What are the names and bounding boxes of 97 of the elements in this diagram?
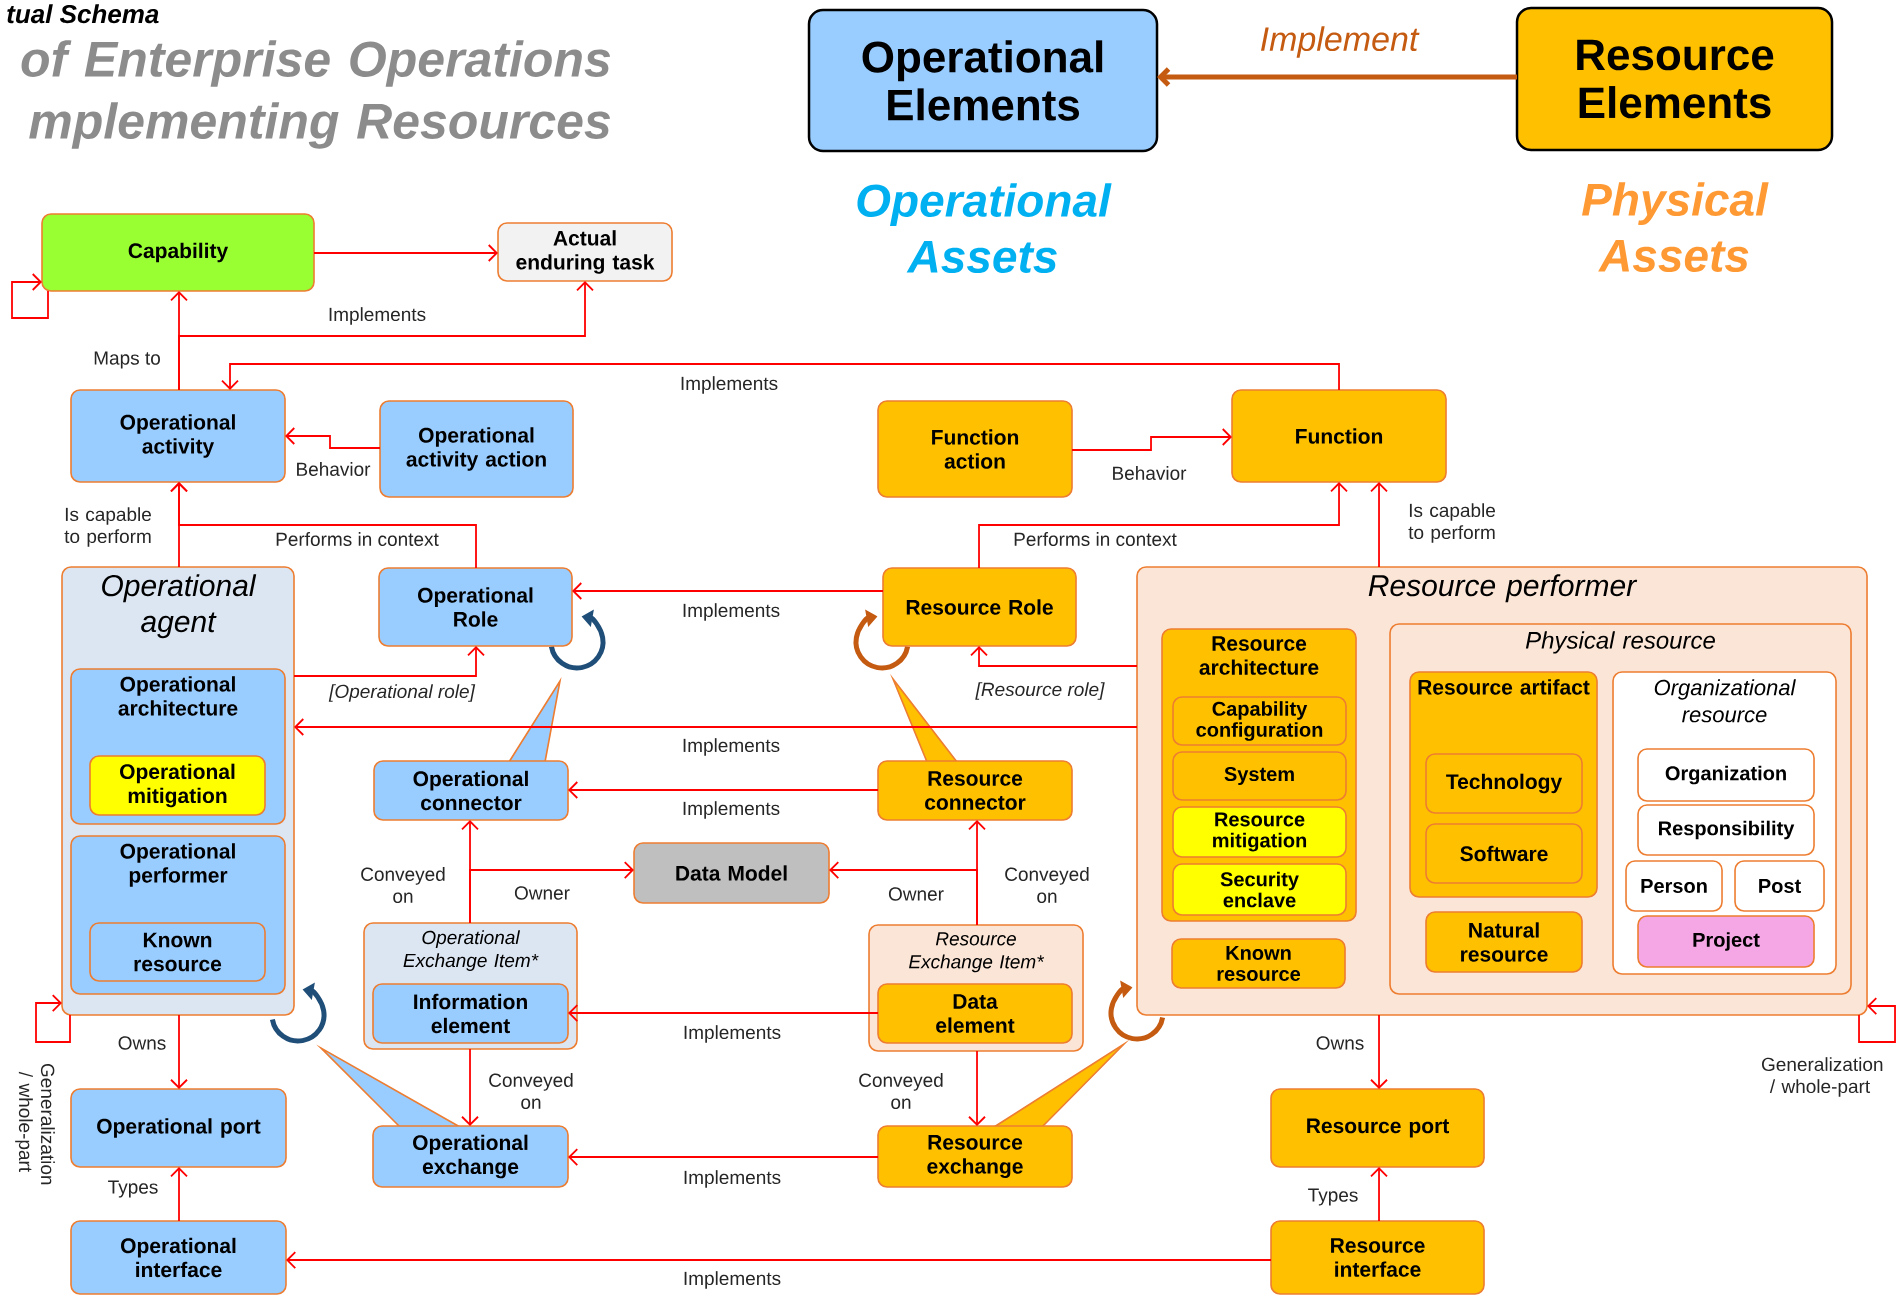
concept-box: Resource Role	[882, 567, 1077, 647]
concept-box: Operational interface	[70, 1220, 287, 1295]
concept-box: Capability	[41, 213, 315, 292]
edge-label: Implements	[678, 374, 780, 396]
arrow	[461, 1048, 479, 1126]
edge-label: Performs in context	[1011, 530, 1179, 548]
edge-label: Types	[106, 1179, 160, 1199]
element-box: Resource Elements	[1515, 6, 1834, 152]
edge-label: Conveyed on	[356, 865, 450, 905]
edge-label: Implements	[680, 736, 782, 758]
edge-label: Performs in context	[273, 530, 441, 548]
arrow	[1370, 1167, 1388, 1222]
arrow	[294, 718, 1138, 736]
section-heading: Physical Assets	[1582, 182, 1769, 272]
concept-box: Project	[1637, 915, 1815, 968]
arrow	[11, 273, 49, 319]
edge-label: Is capable to perform	[1403, 501, 1501, 545]
edge-label: Owns	[116, 1034, 168, 1052]
arrow	[1071, 428, 1232, 451]
arrow	[1370, 1014, 1388, 1089]
callout-box: Resource exchange	[877, 1125, 1073, 1188]
title: tual Schema	[7, 4, 159, 24]
edge-label: Conveyed on	[1000, 865, 1094, 905]
concept-box: Resource port	[1270, 1088, 1485, 1168]
arrow	[978, 482, 1348, 569]
arrow	[286, 1251, 1272, 1269]
concept-box: Natural resource	[1425, 911, 1583, 973]
arrow	[572, 582, 884, 600]
arrow	[293, 646, 485, 677]
concept-box: Post	[1734, 860, 1825, 912]
concept-box: Function action	[877, 400, 1073, 498]
concept-box: Data element	[877, 983, 1073, 1044]
edge-label: Conveyed on	[854, 1071, 948, 1111]
concept-box: Capability configuration	[1172, 696, 1347, 746]
edge-label: Implements	[680, 799, 782, 821]
edge-label: Owner	[512, 884, 572, 902]
edge-label: Behavior	[1110, 464, 1188, 482]
concept-box: Security enclave	[1172, 863, 1347, 916]
edge-label: Generalization / whole-part	[13, 1061, 57, 1185]
concept-box: Software	[1425, 823, 1583, 884]
edge-label: Owns	[1314, 1034, 1366, 1052]
callout-box: Resource connector	[877, 760, 1073, 821]
element-box: Operational Elements	[807, 8, 1159, 153]
concept-box: Resource interface	[1270, 1220, 1485, 1295]
concept-box: Operational activity	[70, 389, 286, 483]
callout-box: Operational exchange	[372, 1125, 569, 1188]
arrow	[970, 646, 1138, 667]
concept-box: Actual enduring task	[497, 222, 673, 282]
concept-box: Data Model	[633, 842, 830, 904]
concept-box: Operational Role	[378, 567, 573, 647]
concept-box: Technology	[1425, 753, 1583, 814]
edge-label: [Operational role]	[327, 682, 477, 704]
concept-box: Organization	[1637, 748, 1815, 802]
concept-box: Known resource	[1171, 938, 1346, 989]
arrow	[221, 363, 1340, 391]
edge-label: Behavior	[294, 460, 372, 478]
edge-label: Conveyed on	[484, 1071, 578, 1111]
concept-box: Information element	[372, 983, 569, 1044]
arrow	[568, 1004, 879, 1022]
concept-box: Function	[1231, 389, 1447, 483]
arrow	[313, 244, 498, 262]
subtitle: of Enterprise Operations mplementing Resources	[21, 40, 611, 149]
edge-label: Implements	[326, 305, 428, 327]
arrow	[568, 1148, 879, 1166]
edge-label: Owner	[886, 885, 946, 903]
concept-box: Known resource	[89, 922, 266, 982]
arrow	[1157, 67, 1517, 87]
arrow	[1858, 997, 1896, 1043]
arrow	[170, 1167, 188, 1222]
edge-label: Implements	[681, 1168, 783, 1190]
edge-label: Implement	[1258, 24, 1420, 60]
edge-label: Types	[1306, 1187, 1360, 1207]
edge-label: Is capable to perform	[59, 505, 157, 549]
concept-box: Operational activity action	[379, 400, 574, 498]
edge-label: [Resource role]	[974, 680, 1106, 702]
arrow	[35, 994, 71, 1043]
edge-label: Implements	[681, 1023, 783, 1045]
arrow	[178, 281, 594, 391]
arrow	[568, 781, 879, 799]
edge-label: Generalization / whole-part	[1759, 1055, 1883, 1099]
arrow	[285, 427, 381, 449]
arrow	[170, 1014, 188, 1089]
arrow	[829, 861, 978, 926]
concept-box: Responsibility	[1637, 804, 1815, 856]
arrow	[170, 482, 477, 569]
arrow	[968, 1050, 986, 1126]
arrow	[469, 861, 634, 924]
concept-box: Operational mitigation	[89, 755, 266, 816]
concept-box: Person	[1625, 860, 1723, 912]
arrow	[1370, 482, 1388, 568]
edge-label: Implements	[681, 1269, 783, 1291]
section-heading: Operational Assets	[857, 183, 1112, 273]
edge-label: Implements	[680, 601, 782, 623]
concept-box: Operational port	[70, 1088, 287, 1168]
concept-box: Resource mitigation	[1172, 806, 1347, 858]
concept-box: System	[1172, 751, 1347, 801]
edge-label: Maps to	[91, 350, 163, 370]
